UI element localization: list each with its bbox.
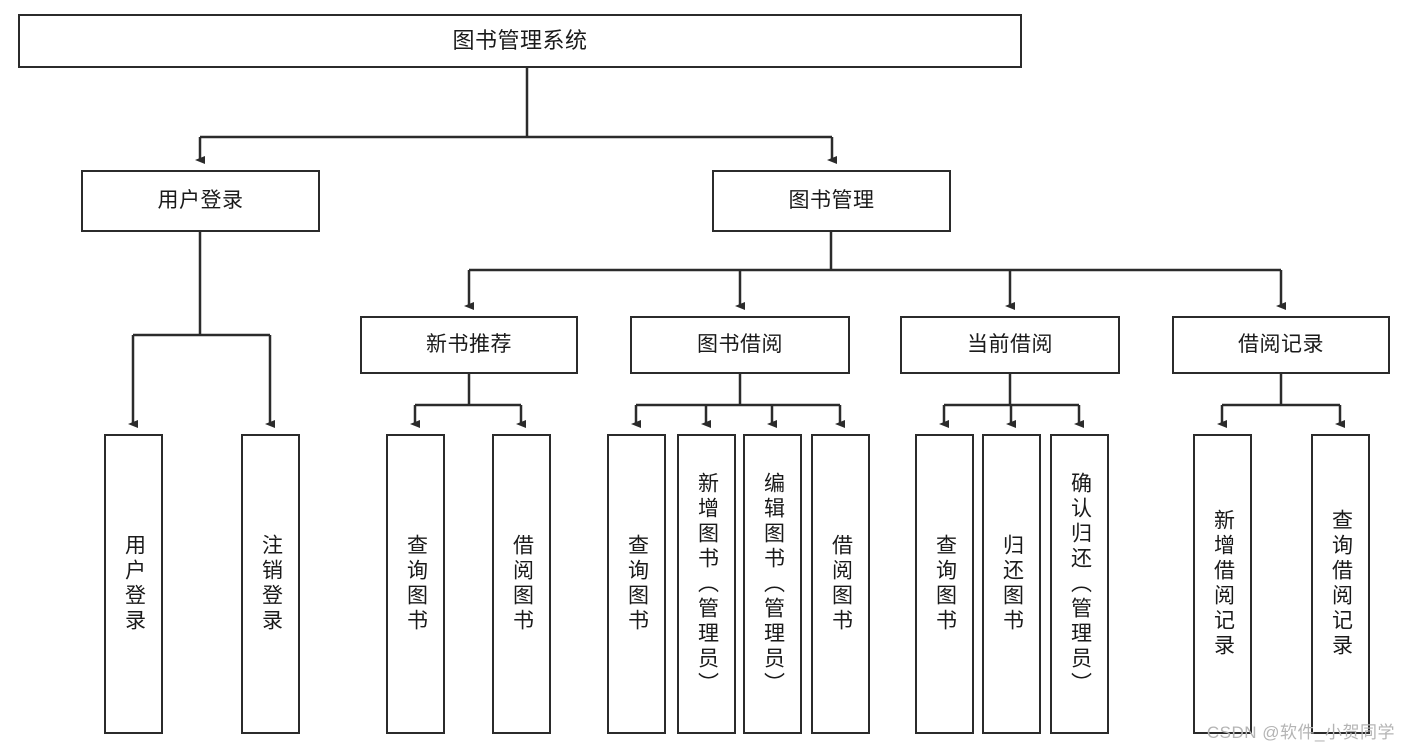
node-leaf-user-login-label: 用户登录 [122, 534, 146, 634]
node-leaf-add-record-label: 新增借阅记录 [1211, 509, 1235, 659]
node-leaf-query-book-3[interactable]: 查询图书 [915, 434, 974, 734]
node-leaf-borrow-book-1[interactable]: 借阅图书 [492, 434, 551, 734]
node-leaf-query-book-2[interactable]: 查询图书 [607, 434, 666, 734]
node-book-manage-label: 图书管理 [788, 189, 875, 213]
node-leaf-edit-book-label: 编辑图书（管理员） [761, 471, 785, 697]
node-leaf-add-book[interactable]: 新增图书（管理员） [677, 434, 736, 734]
node-leaf-query-record[interactable]: 查询借阅记录 [1311, 434, 1370, 734]
node-leaf-query-book-1-label: 查询图书 [404, 534, 428, 634]
node-leaf-add-book-label: 新增图书（管理员） [695, 471, 719, 697]
node-leaf-return-book[interactable]: 归还图书 [982, 434, 1041, 734]
node-leaf-borrow-book-1-label: 借阅图书 [510, 534, 534, 634]
node-book-borrow-label: 图书借阅 [697, 333, 783, 357]
node-leaf-confirm-return-label: 确认归还（管理员） [1068, 471, 1092, 697]
node-borrow-record[interactable]: 借阅记录 [1172, 316, 1390, 374]
node-root[interactable]: 图书管理系统 [18, 14, 1022, 68]
node-leaf-query-book-3-label: 查询图书 [933, 534, 957, 634]
node-leaf-query-record-label: 查询借阅记录 [1329, 509, 1353, 659]
node-leaf-logout[interactable]: 注销登录 [241, 434, 300, 734]
node-leaf-return-book-label: 归还图书 [1000, 534, 1024, 634]
node-new-book-rec[interactable]: 新书推荐 [360, 316, 578, 374]
node-user-login-label: 用户登录 [157, 189, 244, 213]
node-new-book-rec-label: 新书推荐 [426, 333, 512, 357]
node-leaf-confirm-return[interactable]: 确认归还（管理员） [1050, 434, 1109, 734]
node-leaf-query-book-2-label: 查询图书 [625, 534, 649, 634]
node-root-label: 图书管理系统 [452, 27, 588, 53]
node-leaf-query-book-1[interactable]: 查询图书 [386, 434, 445, 734]
node-leaf-borrow-book-2-label: 借阅图书 [829, 534, 853, 634]
node-book-borrow[interactable]: 图书借阅 [630, 316, 850, 374]
node-current-borrow[interactable]: 当前借阅 [900, 316, 1120, 374]
node-leaf-borrow-book-2[interactable]: 借阅图书 [811, 434, 870, 734]
node-leaf-add-record[interactable]: 新增借阅记录 [1193, 434, 1252, 734]
node-leaf-user-login[interactable]: 用户登录 [104, 434, 163, 734]
node-leaf-edit-book[interactable]: 编辑图书（管理员） [743, 434, 802, 734]
csdn-watermark: CSDN @软件_小贺同学 [1206, 723, 1395, 742]
node-borrow-record-label: 借阅记录 [1238, 333, 1324, 357]
node-leaf-logout-label: 注销登录 [259, 534, 283, 634]
node-book-manage[interactable]: 图书管理 [712, 170, 951, 232]
node-current-borrow-label: 当前借阅 [967, 333, 1053, 357]
node-user-login[interactable]: 用户登录 [81, 170, 320, 232]
